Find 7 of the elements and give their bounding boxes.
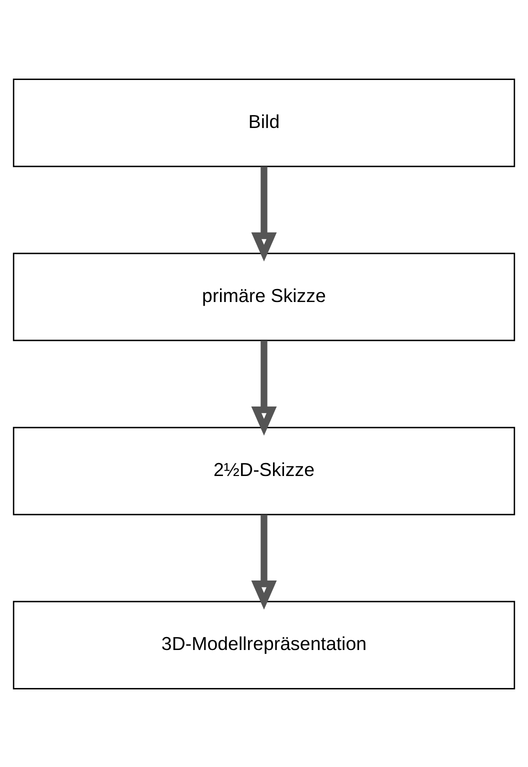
node-box: 3D-Modellrepräsentation <box>12 600 516 689</box>
node-box: primäre Skizze <box>12 252 516 341</box>
arrow <box>251 166 277 261</box>
node-box: Bild <box>12 78 516 167</box>
arrow <box>251 514 277 610</box>
node-box: 2½D-Skizze <box>12 426 516 515</box>
arrow <box>251 340 277 436</box>
